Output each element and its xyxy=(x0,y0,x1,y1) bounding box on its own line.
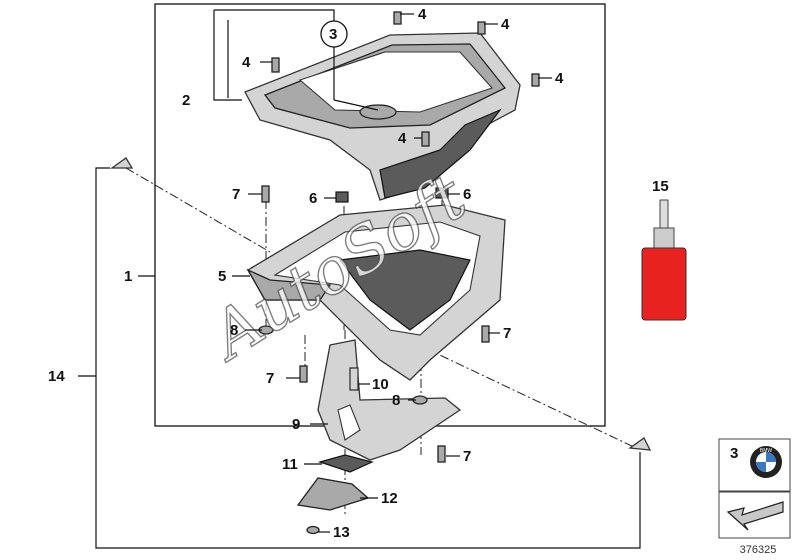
callout-8-right: 8 xyxy=(392,392,400,409)
callout-15: 15 xyxy=(652,178,669,195)
callout-7-right: 7 xyxy=(503,325,511,342)
callout-6-left: 6 xyxy=(309,190,317,207)
rubber-pad-part xyxy=(317,454,374,473)
base-plate-part xyxy=(296,477,370,511)
legend-arrow-box xyxy=(718,491,791,539)
callout-1: 1 xyxy=(124,268,132,285)
callout-4-right: 4 xyxy=(501,16,510,33)
callout-10: 10 xyxy=(372,376,389,393)
callout-4-top: 4 xyxy=(418,6,427,23)
callout-4-center: 4 xyxy=(398,130,407,147)
callout-8-left: 8 xyxy=(230,322,238,339)
callout-3: 3 xyxy=(329,26,337,43)
diagram-id: 376325 xyxy=(740,544,777,556)
callout-11: 11 xyxy=(282,456,298,473)
callout-6-right: 6 xyxy=(463,186,471,203)
kit-14-bracket xyxy=(95,167,641,549)
leader-lines xyxy=(78,9,552,533)
callout-3-circle xyxy=(320,20,348,48)
direction-arrow-icon xyxy=(726,501,784,531)
luggage-rack-part xyxy=(244,32,521,201)
bmw-logo-icon: BMW xyxy=(750,446,782,478)
svg-text:BMW: BMW xyxy=(760,448,773,454)
alignment-line-left xyxy=(125,167,271,253)
alignment-line-right xyxy=(424,347,637,449)
callout-12: 12 xyxy=(381,490,398,507)
callout-14: 14 xyxy=(48,368,65,385)
callout-13: 13 xyxy=(333,524,350,541)
callout-4-far-right: 4 xyxy=(555,70,564,87)
callout-7-top: 7 xyxy=(232,186,240,203)
callout-5: 5 xyxy=(218,268,226,285)
callout-4-left: 4 xyxy=(242,54,251,71)
legend-bmw-badge: 3 BMW xyxy=(718,438,791,492)
carrier-frame-part xyxy=(246,204,506,381)
callout-7-bottom: 7 xyxy=(463,448,471,465)
svg-text:3: 3 xyxy=(730,445,738,462)
threadlock-bottle xyxy=(641,199,687,321)
callout-2: 2 xyxy=(182,92,190,109)
callout-7-left: 7 xyxy=(266,370,274,387)
callout-9: 9 xyxy=(292,416,300,433)
